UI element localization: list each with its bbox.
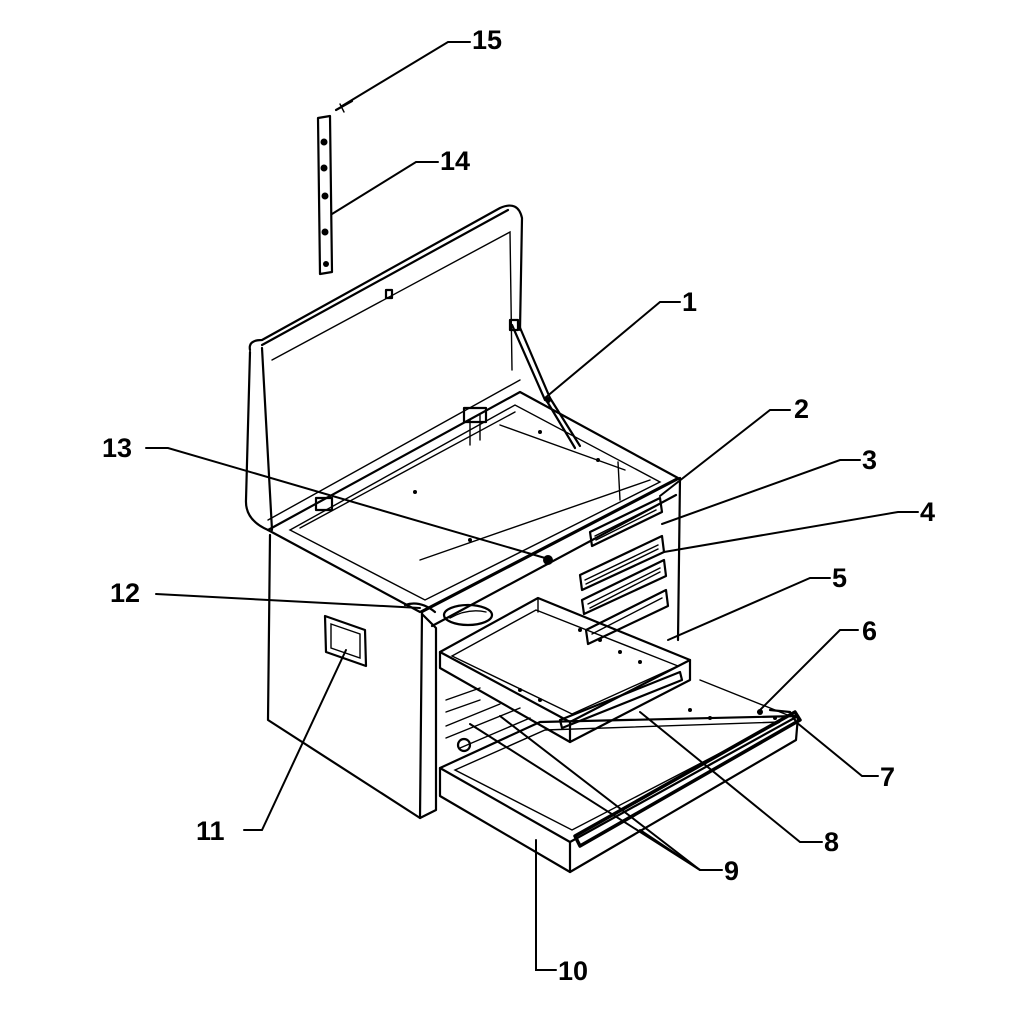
label-14: 14 [440, 146, 470, 176]
label-2: 2 [794, 394, 809, 424]
chest-body [266, 476, 682, 820]
label-11: 11 [196, 816, 225, 846]
label-9: 9 [724, 856, 739, 886]
label-6: 6 [862, 616, 877, 646]
label-1: 1 [682, 287, 697, 317]
lid [244, 204, 524, 532]
open-drawer-upper [438, 596, 692, 744]
label-4: 4 [920, 497, 935, 527]
label-5: 5 [832, 563, 847, 593]
top-till [266, 390, 680, 614]
drawer-fronts-right [578, 496, 670, 646]
label-10: 10 [558, 956, 588, 986]
screw-part [334, 99, 354, 113]
label-8: 8 [824, 827, 839, 857]
label-7: 7 [880, 762, 895, 792]
label-15: 15 [472, 25, 502, 55]
leader-lines [145, 41, 919, 971]
label-3: 3 [862, 445, 877, 475]
drawer-bracket-part [768, 708, 797, 722]
hinge-strip-part [316, 114, 334, 276]
label-12: 12 [110, 578, 140, 608]
part-labels: 15 14 1 2 3 4 5 6 7 8 9 10 11 12 13 [102, 25, 935, 986]
open-drawer-bottom [438, 679, 802, 874]
label-13: 13 [102, 433, 132, 463]
drawer-slides [445, 687, 531, 753]
latch-part [442, 603, 494, 627]
lid-stay-part [508, 318, 582, 450]
